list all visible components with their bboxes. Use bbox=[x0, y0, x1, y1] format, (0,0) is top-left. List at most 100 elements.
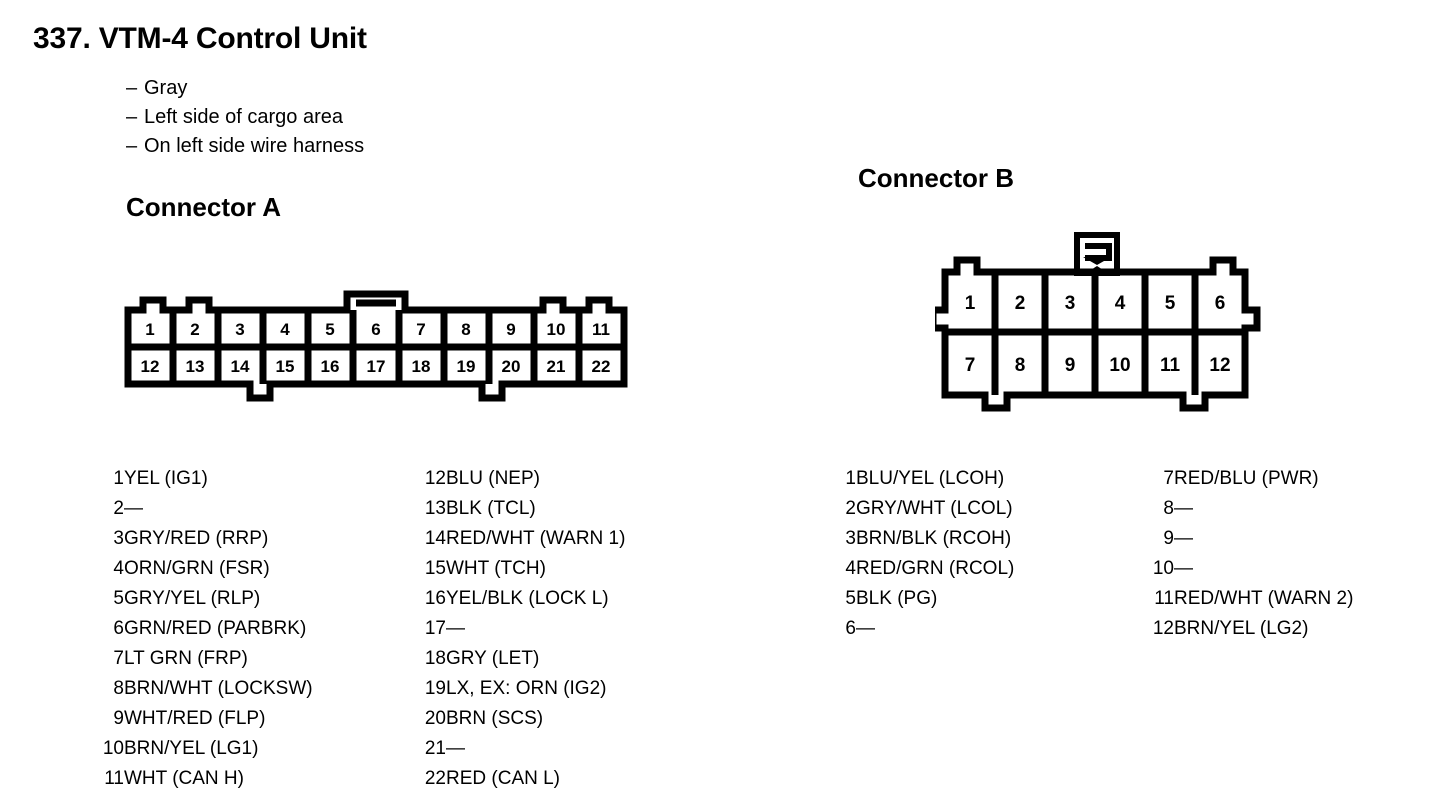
pin-number: 18 bbox=[424, 648, 446, 669]
pin-value: — bbox=[446, 618, 465, 639]
pin-cell-a-15: 15 bbox=[276, 357, 295, 376]
pin-value: RED/BLU (PWR) bbox=[1174, 468, 1319, 489]
pin-number: 14 bbox=[424, 528, 446, 549]
page-title: 337. VTM-4 Control Unit bbox=[33, 22, 367, 55]
pin-number: 10 bbox=[1152, 558, 1174, 579]
pin-value: BLU/YEL (LCOH) bbox=[856, 468, 1005, 489]
pin-cell-b-7: 7 bbox=[965, 355, 976, 376]
pin-number: 9 bbox=[113, 708, 124, 729]
pin-value: BRN/WHT (LOCKSW) bbox=[124, 678, 313, 699]
pin-number: 8 bbox=[1163, 498, 1174, 519]
pin-number: 1 bbox=[845, 468, 856, 489]
pin-cell-b-1: 1 bbox=[965, 293, 976, 314]
pin-cell-a-3: 3 bbox=[235, 320, 244, 339]
pin-cell-b-6: 6 bbox=[1215, 293, 1226, 314]
pin-cell-a-22: 22 bbox=[592, 357, 611, 376]
pin-row: 2— bbox=[98, 494, 313, 524]
pin-number: 4 bbox=[845, 558, 856, 579]
pin-number: 21 bbox=[424, 738, 446, 759]
connector-description-list: –Gray –Left side of cargo area –On left … bbox=[126, 74, 364, 161]
pin-value: RED/WHT (WARN 1) bbox=[446, 528, 626, 549]
pin-number: 2 bbox=[845, 498, 856, 519]
pin-value: LX, EX: ORN (IG2) bbox=[446, 678, 607, 699]
pin-value: GRN/RED (PARBRK) bbox=[124, 618, 307, 639]
pin-value: WHT (TCH) bbox=[446, 558, 546, 579]
description-item-0: –Gray bbox=[126, 74, 364, 103]
bullet-dash-icon: – bbox=[126, 106, 138, 128]
pin-value: — bbox=[1174, 498, 1193, 519]
description-text: Left side of cargo area bbox=[144, 106, 344, 128]
pin-cell-a-6: 6 bbox=[371, 320, 380, 339]
pin-cell-a-1: 1 bbox=[145, 320, 154, 339]
pin-value: YEL/BLK (LOCK L) bbox=[446, 588, 609, 609]
pin-number: 19 bbox=[424, 678, 446, 699]
pin-cell-a-21: 21 bbox=[547, 357, 566, 376]
pin-row: 17— bbox=[420, 614, 625, 644]
pin-row: 6— bbox=[830, 614, 1014, 644]
pin-number: 16 bbox=[424, 588, 446, 609]
pin-value: — bbox=[1174, 558, 1193, 579]
pin-value: BRN/YEL (LG2) bbox=[1174, 618, 1309, 639]
pin-value: — bbox=[446, 738, 465, 759]
pin-cell-b-3: 3 bbox=[1065, 293, 1076, 314]
pin-value: YEL (IG1) bbox=[124, 468, 208, 489]
pin-value: GRY/YEL (RLP) bbox=[124, 588, 261, 609]
pin-value: BRN/BLK (RCOH) bbox=[856, 528, 1012, 549]
pin-number: 3 bbox=[845, 528, 856, 549]
pin-number: 3 bbox=[113, 528, 124, 549]
pin-row: 8— bbox=[1148, 494, 1353, 524]
pin-cell-a-5: 5 bbox=[325, 320, 334, 339]
pin-number: 11 bbox=[104, 768, 124, 789]
pin-number: 5 bbox=[845, 588, 856, 609]
connector-b-heading: Connector B bbox=[858, 163, 1014, 193]
pin-cell-a-11: 11 bbox=[592, 320, 610, 339]
pin-cell-a-8: 8 bbox=[461, 320, 470, 339]
connector-b-pinout-diagram: 1 2 3 4 5 6 7 8 9 10 11 12 bbox=[935, 232, 1261, 412]
pin-cell-a-4: 4 bbox=[280, 320, 290, 339]
pin-cell-a-12: 12 bbox=[141, 357, 160, 376]
pin-cell-b-8: 8 bbox=[1015, 355, 1026, 376]
pin-cell-b-9: 9 bbox=[1065, 355, 1076, 376]
pin-number: 5 bbox=[113, 588, 124, 609]
pin-value: WHT (CAN H) bbox=[124, 768, 244, 789]
pin-number: 6 bbox=[845, 618, 856, 639]
pin-value: BRN/YEL (LG1) bbox=[124, 738, 259, 759]
pin-number: 7 bbox=[1163, 468, 1174, 489]
pin-cell-a-20: 20 bbox=[502, 357, 521, 376]
pin-value: RED/GRN (RCOL) bbox=[856, 558, 1015, 579]
pin-cell-b-5: 5 bbox=[1165, 293, 1176, 314]
pin-value: BRN (SCS) bbox=[446, 708, 544, 729]
pin-cell-a-19: 19 bbox=[457, 357, 476, 376]
pin-number: 8 bbox=[113, 678, 124, 699]
pin-cell-a-16: 16 bbox=[321, 357, 340, 376]
pin-cell-b-2: 2 bbox=[1015, 293, 1026, 314]
description-text: On left side wire harness bbox=[144, 135, 365, 157]
pin-value: BLK (PG) bbox=[856, 588, 938, 609]
pin-row: 9— bbox=[1148, 524, 1353, 554]
pin-number: 6 bbox=[113, 618, 124, 639]
pin-value: ORN/GRN (FSR) bbox=[124, 558, 270, 579]
pin-number: 12 bbox=[424, 468, 446, 489]
pin-number: 20 bbox=[424, 708, 446, 729]
